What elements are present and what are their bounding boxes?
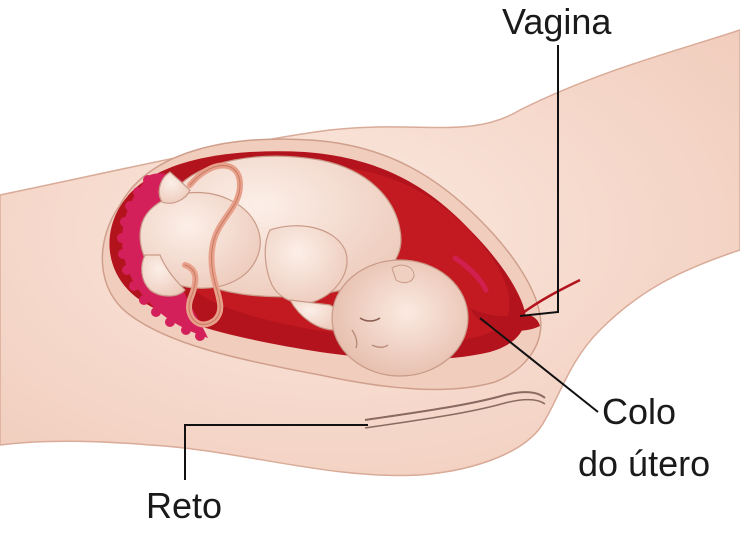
fetus-head: [331, 259, 469, 377]
vagina-leader-line: [519, 45, 559, 317]
vaginal-canal: [519, 278, 581, 317]
placenta-villi: [117, 175, 205, 341]
fetus: [139, 155, 469, 377]
label-cervix-line1: Colo: [602, 391, 677, 432]
cervix-leader-line: [479, 317, 599, 413]
label-rectum: Reto: [146, 485, 223, 526]
label-cervix-line2: do útero: [578, 443, 711, 484]
rectum-leader-line: [184, 424, 368, 480]
label-vagina: Vagina: [502, 1, 612, 42]
rectum: [364, 391, 546, 421]
